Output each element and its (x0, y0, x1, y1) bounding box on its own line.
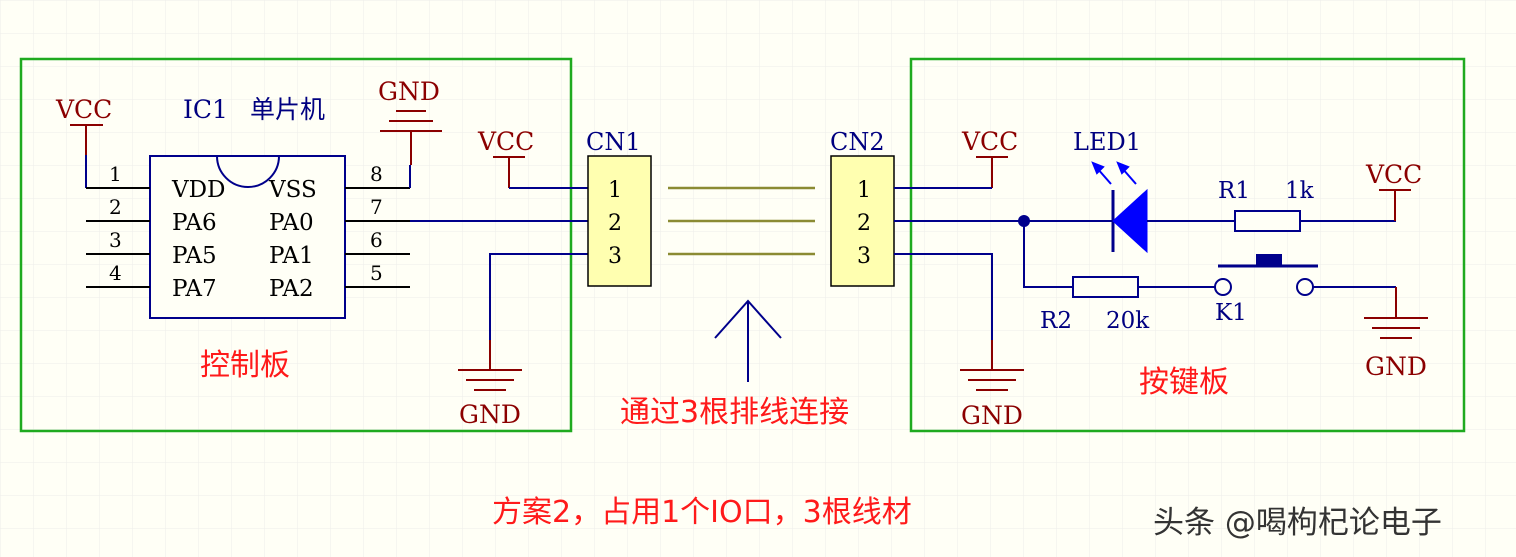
pin-name-pa0: PA0 (269, 210, 314, 236)
k1-ref: K1 (1215, 300, 1247, 326)
gnd-symbol-top: GND (378, 77, 442, 165)
r1-ref: R1 (1218, 178, 1250, 204)
pin-number-8: 8 (370, 162, 383, 186)
cable-note: 通过3根排线连接 (620, 395, 849, 430)
cn2-connector: 1 2 3 (830, 155, 895, 287)
pin-name-vdd: VDD (171, 177, 226, 203)
r2-value: 20k (1106, 308, 1150, 334)
pin-name-vss: VSS (268, 177, 317, 203)
pin-name-pa5: PA5 (172, 243, 217, 269)
led1-diode (1085, 188, 1235, 254)
svg-text:GND: GND (459, 400, 521, 429)
ribbon-cable (668, 186, 815, 256)
vcc-symbol-left: VCC (55, 95, 112, 155)
r2-resistor (1072, 276, 1215, 298)
control-board-frame (19, 57, 573, 433)
ic1-ref: IC1 (183, 95, 228, 124)
ic-pins (86, 187, 410, 288)
control-board-label: 控制板 (200, 348, 290, 383)
svg-text:GND: GND (378, 77, 440, 106)
gnd-symbol-control-bottom: GND (458, 340, 522, 429)
led-light-arrows-icon (1091, 161, 1137, 185)
k1-pushbutton (1214, 254, 1396, 296)
pin-name-pa2: PA2 (269, 276, 314, 302)
pin-name-pa6: PA6 (172, 210, 217, 236)
pin-name-pa7: PA7 (172, 276, 217, 302)
gnd-symbol-key-left: GND (960, 340, 1024, 430)
r1-value: 1k (1285, 178, 1315, 204)
watermark: 头条 @喝枸杞论电子 (1153, 505, 1442, 541)
pin-number-7: 7 (370, 195, 383, 219)
up-arrow-icon (714, 299, 782, 382)
pin-name-pa1: PA1 (269, 243, 314, 269)
svg-text:VCC: VCC (1365, 160, 1422, 189)
vcc-symbol-cn1: VCC (477, 127, 534, 188)
pin-number-6: 6 (370, 228, 383, 252)
cn1-connector: 1 2 3 (587, 155, 652, 287)
key-board-frame (909, 57, 1466, 433)
wire-cn1-pin3 (489, 253, 588, 360)
pin-number-5: 5 (370, 261, 383, 285)
key-board-label: 按键板 (1139, 365, 1229, 400)
ic1-chip (149, 155, 346, 319)
cn1-ref: CN1 (586, 128, 641, 156)
svg-text:GND: GND (961, 401, 1023, 430)
svg-text:VCC: VCC (961, 127, 1018, 156)
ic-notch (216, 155, 280, 188)
wire-cn2-pin3 (894, 253, 993, 360)
svg-text:VCC: VCC (477, 127, 534, 156)
cn1-pin-3: 3 (608, 244, 622, 269)
cn2-pin-1: 1 (857, 178, 871, 203)
svg-text:VCC: VCC (55, 95, 112, 124)
cn2-pin-2: 2 (857, 211, 871, 236)
cn2-ref: CN2 (830, 128, 885, 156)
ic1-name: 单片机 (250, 95, 325, 124)
cn1-pin-2: 2 (608, 211, 622, 236)
gnd-symbol-key-right: GND (1364, 287, 1428, 381)
r2-ref: R2 (1040, 308, 1072, 334)
led1-ref: LED1 (1073, 128, 1141, 156)
cn2-pin-3: 3 (857, 244, 871, 269)
pin-number-4: 4 (109, 261, 122, 285)
svg-text:GND: GND (1365, 352, 1427, 381)
vcc-symbol-cn2: VCC (961, 127, 1018, 188)
vcc-symbol-r1: VCC (1365, 160, 1422, 221)
pin-number-2: 2 (109, 195, 122, 219)
wire-to-r2 (1023, 221, 1073, 288)
pin-number-3: 3 (109, 228, 122, 252)
pin-number-1: 1 (109, 162, 122, 186)
caption: 方案2，占用1个IO口，3根线材 (492, 495, 912, 530)
cn1-pin-1: 1 (608, 178, 622, 203)
